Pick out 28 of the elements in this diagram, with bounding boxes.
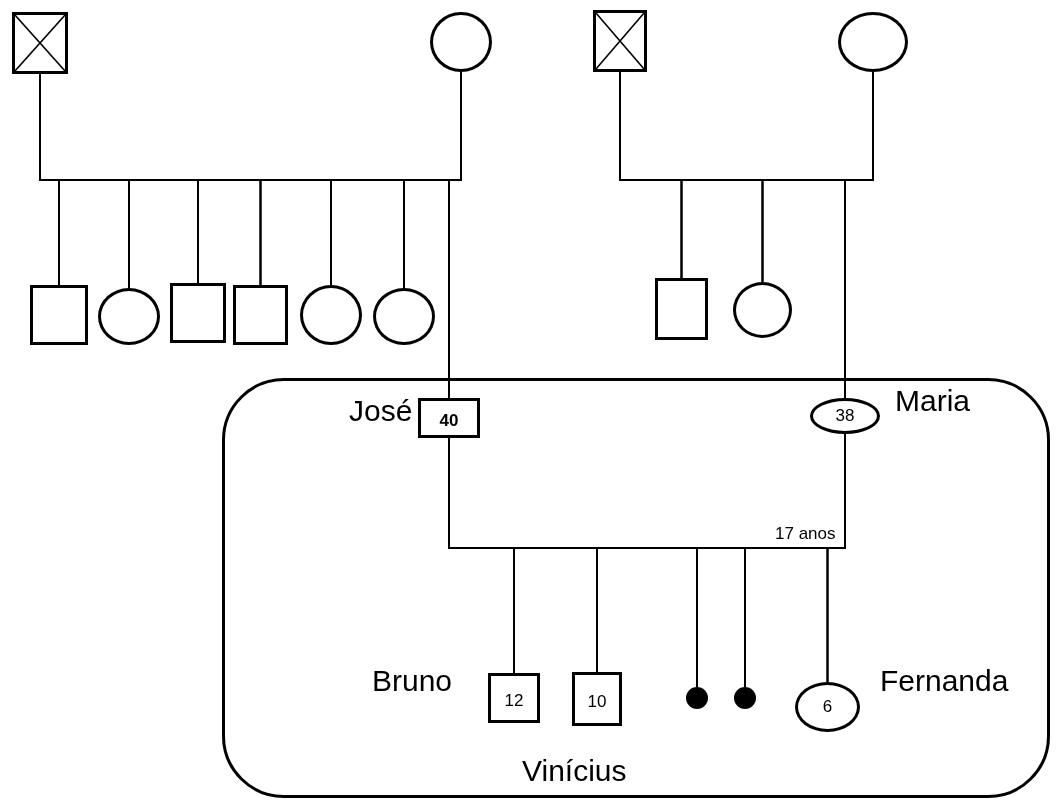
- person-name: Bruno: [372, 666, 453, 696]
- person-name: José: [349, 396, 413, 426]
- age-label: 38: [835, 406, 855, 426]
- age-label: 10: [587, 691, 607, 712]
- person-square: [233, 285, 288, 345]
- person-square: [30, 285, 88, 345]
- person-circle: [373, 288, 435, 345]
- person-name: Vinícius: [522, 756, 627, 786]
- deceased-person-square: [593, 10, 647, 72]
- age-label: 40: [439, 410, 459, 431]
- person-square: [170, 283, 226, 343]
- person-square: [572, 672, 622, 726]
- deceased-person-square: [12, 12, 68, 74]
- person-square: [488, 673, 540, 723]
- relationship-line: [448, 71, 462, 399]
- miscarriage-dot: [734, 687, 756, 709]
- household-outline: [222, 378, 1050, 798]
- age-label: 6: [822, 697, 833, 717]
- person-square: [655, 278, 708, 340]
- relationship-line: [826, 433, 846, 683]
- age-label: 12: [504, 690, 524, 711]
- person-name: Fernanda: [880, 666, 1009, 696]
- miscarriage-dot: [686, 687, 708, 709]
- person-square: [418, 398, 480, 438]
- person-name: Maria: [895, 386, 970, 416]
- relationship-line: [844, 71, 874, 399]
- person-circle: [98, 288, 160, 345]
- person-circle: [810, 398, 880, 434]
